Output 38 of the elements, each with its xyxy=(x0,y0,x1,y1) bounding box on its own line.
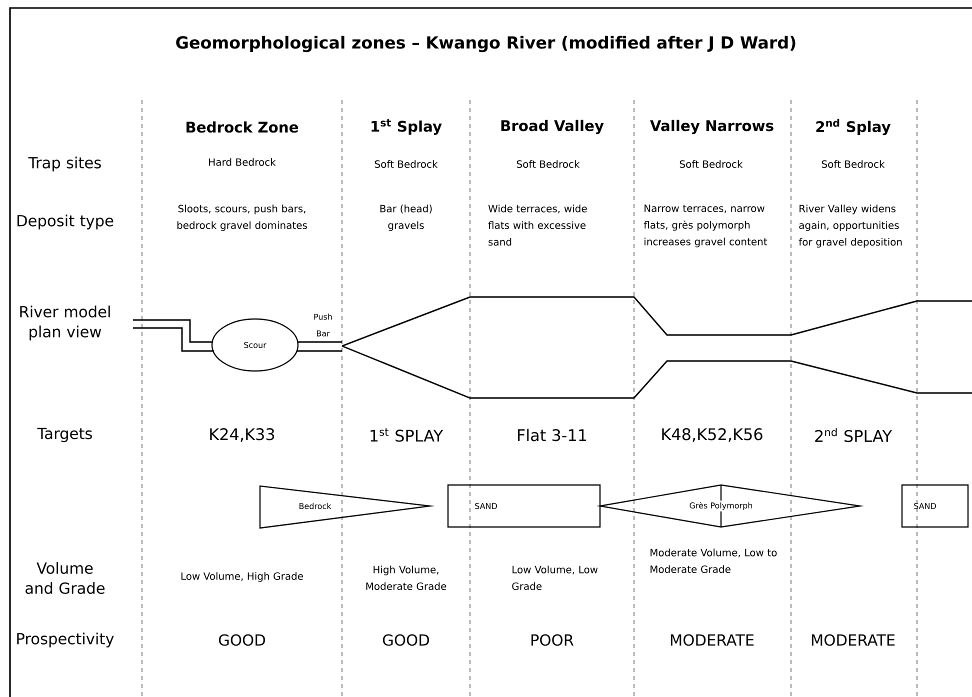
rating-text: MODERATE xyxy=(670,634,754,646)
target-text: Flat 3-11 xyxy=(518,428,586,442)
cell-text: Hard Bedrock xyxy=(209,158,276,166)
row-label: Volume and Grade xyxy=(26,562,105,594)
target-text: K48,K52,K56 xyxy=(662,428,762,442)
column-header: 1$^{st}$ Splay xyxy=(372,119,442,135)
rating-text: MODERATE xyxy=(812,634,895,646)
node-label: Grès Polymorph xyxy=(690,502,752,510)
cell-text: Low Volume, High Grade xyxy=(181,572,304,582)
cell-text: Soft Bedrock xyxy=(516,160,580,168)
cell-text: Soft Bedrock xyxy=(374,160,438,168)
cell-text: Soft Bedrock xyxy=(680,160,743,168)
cell-text: Low Volume, Low Grade xyxy=(512,566,598,590)
cell-text: Sloots, scours, push bars, bedrock gravel dominates xyxy=(177,204,308,231)
part-label: Push Bar xyxy=(314,314,332,336)
column-header: Broad Valley xyxy=(501,120,604,134)
column-header: Bedrock Zone xyxy=(186,121,298,133)
rating-text: GOOD xyxy=(382,634,429,646)
cell-text: Bar (head) gravels xyxy=(380,204,432,231)
cell-text: Moderate Volume, Low to Moderate Grade xyxy=(650,548,777,574)
cell-text: Narrow terraces, narrow flats, grès polymorph increases gravel content xyxy=(644,204,768,248)
column-header: Valley Narrows xyxy=(650,120,774,134)
rating-text: POOR xyxy=(532,634,574,646)
cell-text: High Volume, Moderate Grade xyxy=(366,566,446,590)
row-label: Deposit type xyxy=(18,214,114,230)
row-label: Prospectivity xyxy=(17,632,114,648)
target-text: K24,K33 xyxy=(210,428,274,442)
title: Geomorphological zones – Kwango River (modified after J D Ward) xyxy=(176,36,796,52)
row-label: River model plan view xyxy=(20,306,110,340)
column-header: 2$^{nd}$ Splay xyxy=(816,118,891,136)
target-text: 2$^{nd}$ SPLAY xyxy=(815,428,892,442)
rating-text: GOOD xyxy=(218,634,265,646)
row-label: Trap sites xyxy=(28,156,101,172)
target-text: 1$^{st}$ SPLAY xyxy=(370,428,444,442)
cell-text: Soft Bedrock xyxy=(822,160,885,168)
cell-text: River Valley widens again, opportunities for gravel deposition xyxy=(798,204,902,248)
row-label: Targets xyxy=(37,428,92,442)
cell-text: Wide terraces, wide flats with excessive sand xyxy=(488,204,587,246)
